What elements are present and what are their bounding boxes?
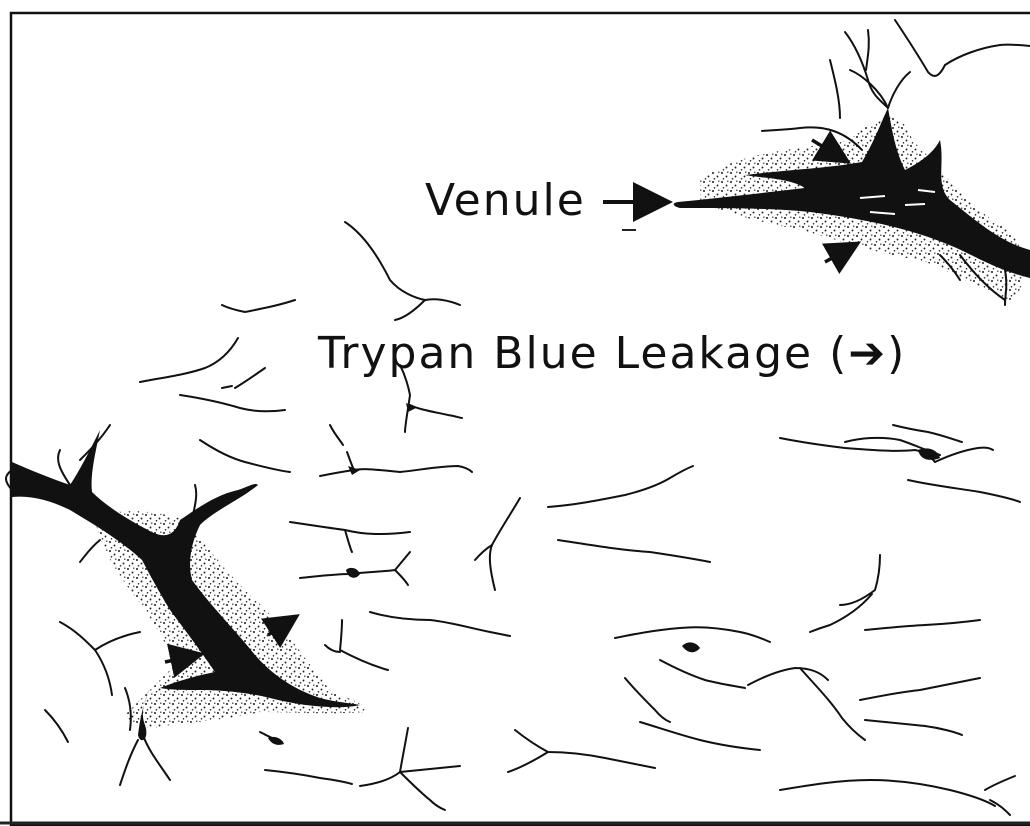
venule-upper-right xyxy=(674,70,1030,305)
trypan-blue-leakage-label: Trypan Blue Leakage (➔) xyxy=(317,328,906,379)
venule-lower-left xyxy=(6,430,366,785)
venule-label: Venule xyxy=(425,175,586,226)
